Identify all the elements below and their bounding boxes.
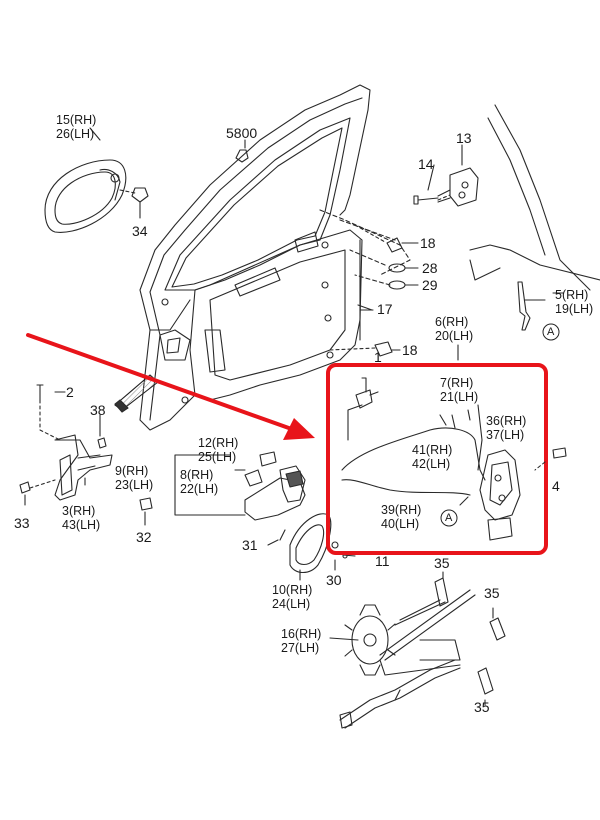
part-label-11: 11 <box>375 553 390 569</box>
part-label-line: 16(RH) <box>281 627 322 641</box>
part-label-line: 37(LH) <box>486 428 525 442</box>
part-label-line: 5(RH) <box>555 288 589 302</box>
part-label-3-43: 3(RH) 43(LH) <box>62 504 100 532</box>
part-label-4: 4 <box>552 478 560 494</box>
part-label-16-27: 16(RH) 27(LH) <box>281 627 321 655</box>
part-label-6-20: 6(RH) 20(LH) <box>435 315 473 343</box>
callout-label-a: A <box>547 326 555 338</box>
part-label-13: 13 <box>456 130 472 146</box>
part-label-41-42: 41(RH) 42(LH) <box>412 443 452 471</box>
part-label-33: 33 <box>14 515 30 531</box>
part-label-35-c: 35 <box>474 699 490 715</box>
outside-handle <box>44 159 127 233</box>
part-label-line: 24(LH) <box>272 597 311 611</box>
part-label-35: 35 <box>434 555 450 571</box>
part-label-10-24: 10(RH) 24(LH) <box>272 583 312 611</box>
part-label-line: 26(LH) <box>56 127 95 141</box>
part-label-38: 38 <box>90 402 106 418</box>
highlight-arrow <box>26 333 315 440</box>
callout-circle <box>440 509 458 527</box>
part-label-5800: 5800 <box>226 125 258 141</box>
part-label-line: 7(RH) <box>440 376 474 390</box>
part-label-line: 3(RH) <box>62 504 96 518</box>
window-regulator <box>339 659 461 729</box>
highlight-box <box>326 363 548 555</box>
part-label-line: 9(RH) <box>115 464 149 478</box>
part-label-29: 29 <box>422 277 438 293</box>
part-label-18-b: 18 <box>402 342 418 358</box>
part-label-line: 12(RH) <box>198 436 239 450</box>
part-label-line: 8(RH) <box>180 468 214 482</box>
part-label-line: 20(LH) <box>435 329 474 343</box>
part-label-31: 31 <box>242 537 258 553</box>
part-label-line: 27(LH) <box>281 641 320 655</box>
part-label-1: 1 <box>374 349 382 365</box>
door-latch <box>479 449 521 521</box>
part-label-line: 25(LH) <box>198 450 237 464</box>
part-label-2: 2 <box>66 384 74 400</box>
part-label-32: 32 <box>136 529 152 545</box>
callout-label-a: A <box>445 512 453 524</box>
hinge-lower <box>54 434 113 501</box>
part-label-line: 40(LH) <box>381 517 420 531</box>
part-label-line: 21(LH) <box>440 390 479 404</box>
part-label-18: 18 <box>420 235 436 251</box>
part-label-8-22: 8(RH) 22(LH) <box>180 468 218 496</box>
part-label-34: 34 <box>132 223 148 239</box>
part-label-36-37: 36(RH) 37(LH) <box>486 414 526 442</box>
part-label-9-23: 9(RH) 23(LH) <box>115 464 153 492</box>
part-label-line: 23(LH) <box>115 478 154 492</box>
part-label-line: 43(LH) <box>62 518 101 532</box>
part-label-line: 22(LH) <box>180 482 219 496</box>
door-inner-panel <box>189 229 363 401</box>
hinge-13 <box>449 167 479 207</box>
part-label-28: 28 <box>422 260 438 276</box>
part-label-line: 15(RH) <box>56 113 97 127</box>
door-frame <box>139 84 371 421</box>
part-label-17: 17 <box>377 301 393 317</box>
part-label-line: 10(RH) <box>272 583 313 597</box>
part-label-39-40: 39(RH) 40(LH) <box>381 503 421 531</box>
part-label-line: 39(RH) <box>381 503 422 517</box>
part-label-30: 30 <box>326 572 342 588</box>
part-label-line: 6(RH) <box>435 315 469 329</box>
part-label-line: 42(LH) <box>412 457 451 471</box>
part-label-line: 36(RH) <box>486 414 527 428</box>
part-label-line: 19(LH) <box>555 302 594 316</box>
part-label-12-25: 12(RH) 25(LH) <box>198 436 238 464</box>
part-label-35-b: 35 <box>484 585 500 601</box>
part-label-line: 41(RH) <box>412 443 453 457</box>
callout-circle <box>542 323 560 341</box>
part-label-5-19: 5(RH) 19(LH) <box>555 288 593 316</box>
part-label-15-26: 15(RH) 26(LH) <box>56 113 96 141</box>
part-label-14: 14 <box>418 156 434 172</box>
part-label-7-21: 7(RH) 21(LH) <box>440 376 478 404</box>
